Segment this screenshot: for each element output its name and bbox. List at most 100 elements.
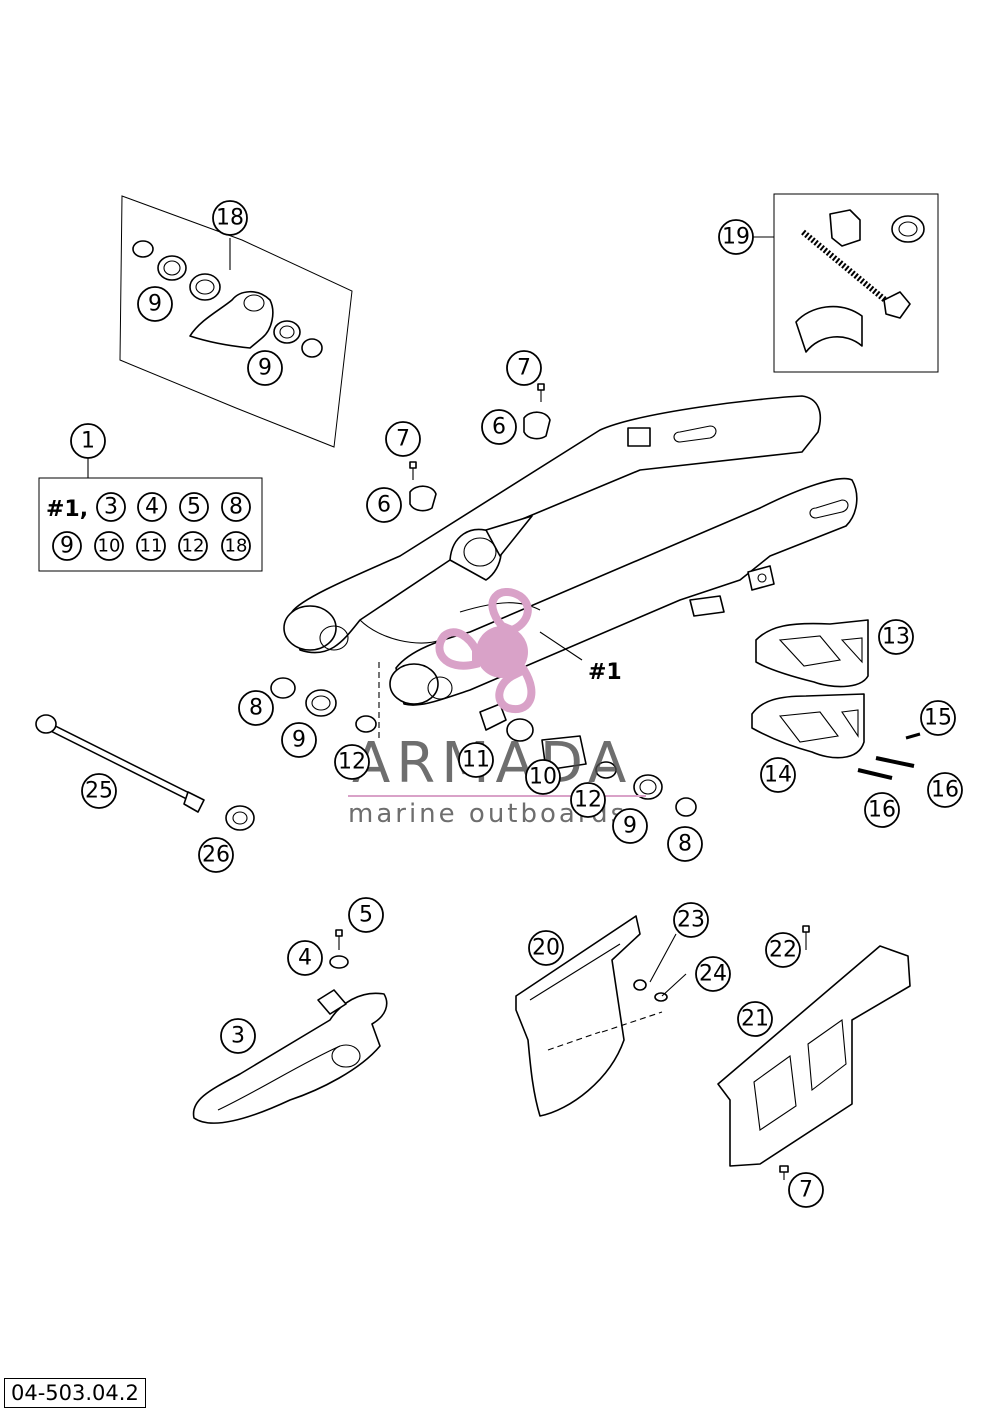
callout-4: 4 [287, 940, 323, 976]
svg-text:9: 9 [148, 292, 162, 317]
chain-guard-21 [717, 925, 911, 1180]
svg-text:5: 5 [187, 495, 201, 520]
svg-text:15: 15 [924, 706, 952, 731]
callout-22: 22 [765, 932, 801, 968]
svg-text:8: 8 [249, 696, 263, 721]
svg-text:9: 9 [60, 534, 74, 559]
svg-text:5: 5 [359, 903, 373, 928]
svg-text:7: 7 [396, 427, 410, 452]
svg-text:18: 18 [225, 536, 248, 557]
svg-text:6: 6 [377, 493, 391, 518]
svg-text:25: 25 [85, 779, 113, 804]
svg-text:9: 9 [258, 356, 272, 381]
svg-text:7: 7 [517, 356, 531, 381]
kit-callout-18: 18 [221, 531, 251, 561]
svg-text:11: 11 [140, 536, 163, 557]
callout-24: 24 [695, 956, 731, 992]
svg-text:4: 4 [298, 946, 312, 971]
bolts-15-16 [857, 732, 921, 780]
svg-text:14: 14 [764, 763, 792, 788]
callout-14: 14 [760, 757, 796, 793]
callout-16-left: 16 [864, 792, 900, 828]
chain-guide-14 [751, 693, 865, 759]
nut-26 [225, 805, 255, 831]
callout-15: 15 [920, 700, 956, 736]
svg-text:21: 21 [741, 1007, 769, 1032]
svg-text:10: 10 [529, 765, 557, 790]
kit-1-group [38, 458, 263, 572]
callout-6-lower: 6 [366, 487, 402, 523]
callout-9-right: 9 [612, 808, 648, 844]
svg-text:16: 16 [931, 778, 959, 803]
svg-text:11: 11 [462, 748, 490, 773]
svg-text:22: 22 [769, 938, 797, 963]
svg-text:13: 13 [882, 625, 910, 650]
kit-row1-label: #1, [46, 497, 88, 522]
callout-12-right: 12 [570, 782, 606, 818]
callout-9-left: 9 [281, 722, 317, 758]
diagram-code: 04-503.04.2 [4, 1378, 146, 1408]
callout-12-left: 12 [334, 744, 370, 780]
kit-18-group [119, 195, 353, 448]
svg-text:16: 16 [868, 798, 896, 823]
kit-callout-5: 5 [179, 492, 209, 522]
callout-1: 1 [70, 423, 106, 459]
callout-26: 26 [198, 837, 234, 873]
svg-text:18: 18 [216, 206, 244, 231]
svg-text:26: 26 [202, 843, 230, 868]
kit-callout-12: 12 [178, 531, 208, 561]
callout-9-kit-b: 9 [247, 350, 283, 386]
swingarm-label: #1 [588, 660, 622, 685]
callout-6-upper: 6 [481, 409, 517, 445]
kit-callout-9: 9 [52, 531, 82, 561]
chain-guard-20 [515, 915, 668, 1117]
kit-callout-10: 10 [94, 531, 124, 561]
callout-11: 11 [458, 742, 494, 778]
svg-text:12: 12 [182, 536, 205, 557]
bearings-right [479, 703, 697, 817]
svg-text:1: 1 [81, 429, 95, 454]
chain-guide-13 [755, 619, 869, 688]
svg-text:3: 3 [231, 1024, 245, 1049]
callout-20: 20 [528, 930, 564, 966]
callout-18: 18 [212, 200, 248, 236]
clip-6-upper [523, 383, 551, 440]
pivot-axle-25 [35, 714, 205, 813]
kit-callout-3: 3 [96, 492, 126, 522]
callout-8-right: 8 [667, 826, 703, 862]
callout-8-left: 8 [238, 690, 274, 726]
kit-19-group [752, 193, 939, 373]
callout-19: 19 [718, 219, 754, 255]
callout-21: 21 [737, 1001, 773, 1037]
leader-lines [649, 933, 687, 997]
svg-text:24: 24 [699, 962, 727, 987]
callout-9-kit-a: 9 [137, 286, 173, 322]
svg-text:9: 9 [623, 814, 637, 839]
kit-callout-11: 11 [136, 531, 166, 561]
callout-7-upper: 7 [506, 350, 542, 386]
callouts: 18 9 9 19 1 7 6 7 6 13 15 14 16 16 8 9 1… [70, 200, 963, 1208]
callout-25: 25 [81, 773, 117, 809]
svg-text:19: 19 [722, 225, 750, 250]
svg-text:4: 4 [145, 495, 159, 520]
callout-16-right: 16 [927, 772, 963, 808]
bearings-left [270, 662, 380, 740]
kit-callout-8: 8 [221, 492, 251, 522]
kit-1-contents: #1, 3 4 5 8 9 10 11 12 18 [46, 492, 251, 561]
kit-callout-4: 4 [137, 492, 167, 522]
callout-23: 23 [673, 902, 709, 938]
washer-4-screw-5 [329, 929, 349, 969]
svg-text:6: 6 [492, 415, 506, 440]
callout-7-lower: 7 [385, 421, 421, 457]
watermark-propeller-logo [435, 588, 536, 714]
svg-text:12: 12 [338, 750, 366, 775]
svg-text:20: 20 [532, 936, 560, 961]
svg-text:8: 8 [678, 832, 692, 857]
svg-text:10: 10 [98, 536, 121, 557]
callout-13: 13 [878, 619, 914, 655]
svg-text:7: 7 [799, 1178, 813, 1203]
svg-text:9: 9 [292, 728, 306, 753]
svg-text:12: 12 [574, 788, 602, 813]
callout-10: 10 [525, 759, 561, 795]
